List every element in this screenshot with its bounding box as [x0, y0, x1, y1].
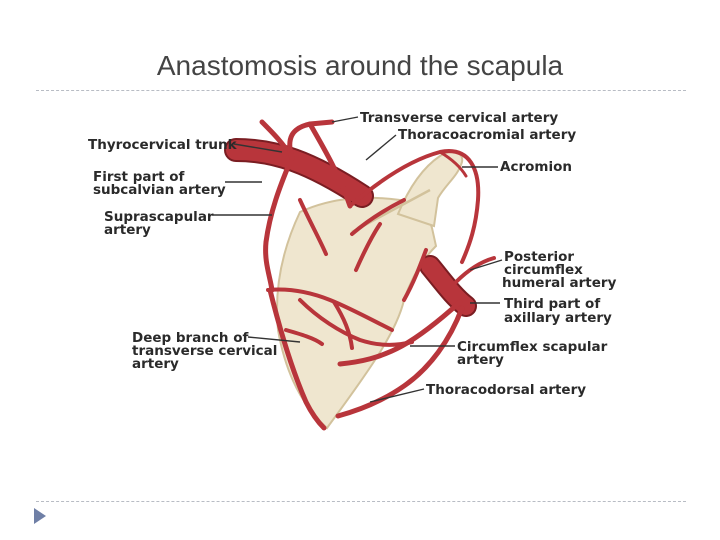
- thoracoacromial-course: [348, 149, 481, 264]
- posterior-circumflex-humeral: [454, 256, 496, 284]
- triangle-bullet-icon: [34, 508, 46, 524]
- spine-branch: [350, 198, 406, 236]
- label-acromion: Acromion: [500, 159, 572, 175]
- label-posterior-circumflex-2: circumflex: [504, 262, 583, 278]
- major-arteries: [224, 138, 477, 317]
- leader-thoracodorsal: [369, 388, 425, 403]
- label-thyrocervical-trunk: Thyrocervical trunk: [88, 137, 238, 153]
- slide-title: Anastomosis around the scapula: [156, 50, 564, 81]
- leader-deep-branch: [247, 336, 301, 343]
- thoracodorsal-course: [335, 305, 465, 419]
- label-thoracoacromial: Thoracoacromial artery: [398, 127, 576, 143]
- leader-posterior-circumflex: [469, 259, 503, 271]
- label-third-part-1: Third part of: [504, 296, 600, 312]
- axillary-artery-fill: [421, 257, 475, 315]
- label-thoracodorsal: Thoracodorsal artery: [426, 382, 586, 398]
- leader-thyrocervical: [233, 143, 283, 153]
- label-circumflex-scapular-2: artery: [457, 352, 504, 368]
- infraspinous-branch-3: [332, 300, 354, 350]
- label-deep-branch-3: artery: [132, 356, 179, 372]
- deep-branch-descending: [267, 287, 327, 431]
- label-first-part-1: First part of: [93, 169, 185, 185]
- subclavian-artery-fill: [226, 140, 372, 206]
- spinal-branch: [354, 222, 382, 272]
- label-posterior-circumflex-1: Posterior: [504, 249, 574, 265]
- suprascapular-branch: [298, 198, 328, 256]
- leader-thoracoacromial: [365, 134, 397, 161]
- acromion-branch: [438, 150, 468, 178]
- suprascapular-course: [263, 159, 293, 293]
- bottom-divider: [36, 501, 686, 502]
- branch-arteries: [259, 119, 496, 431]
- circumflex-scapular-course: [337, 299, 463, 367]
- transverse-cervical-branch: [307, 121, 353, 209]
- label-third-part-2: axillary artery: [504, 310, 612, 326]
- top-divider: [36, 90, 686, 91]
- label-deep-branch-1: Deep branch of: [132, 330, 249, 346]
- label-transverse-cervical: Transverse cervical artery: [360, 110, 558, 126]
- infraspinous-branch-2: [298, 298, 414, 347]
- label-circumflex-scapular-1: Circumflex scapular: [457, 339, 608, 355]
- label-first-part-2: subcalvian artery: [93, 182, 226, 198]
- label-posterior-circumflex-3: humeral artery: [502, 275, 617, 291]
- leader-lines: [212, 116, 503, 403]
- leader-transverse-cervical: [331, 116, 359, 123]
- label-suprascapular-1: Suprascapular: [104, 209, 214, 225]
- medial-border-branch: [284, 328, 324, 346]
- infraspinous-branch-1: [266, 287, 394, 332]
- label-suprascapular-2: artery: [104, 222, 151, 238]
- label-deep-branch-2: transverse cervical: [132, 343, 277, 359]
- labels: Transverse cervical artery Thoracoacromi…: [88, 110, 617, 398]
- lateral-branch: [402, 248, 428, 302]
